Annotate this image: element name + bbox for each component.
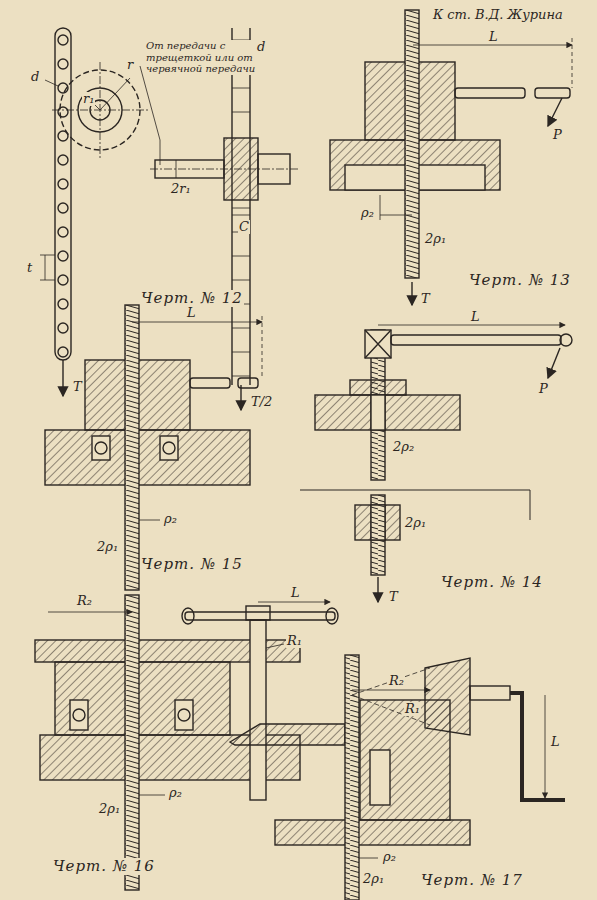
figure-caption: Черт. № 13 <box>468 272 572 289</box>
dimension-label: T/2 <box>250 395 273 409</box>
chain-hole <box>58 203 68 213</box>
chain-hole <box>58 35 68 45</box>
dimension-label: C <box>238 220 250 234</box>
dimension-label: 2ρ₁ <box>98 802 121 816</box>
screw-jack-13 <box>330 10 572 305</box>
dimension-label: 2ρ₁ <box>362 872 385 886</box>
dimension-label: R₁ <box>286 634 303 648</box>
chain-hole <box>58 251 68 261</box>
note-text: От передачи с трещеткой или от червячной… <box>145 40 259 75</box>
chain-hole <box>58 155 68 165</box>
dimension-label: P <box>552 128 563 142</box>
dimension-label: 2ρ₂ <box>392 440 415 454</box>
dimension-label: R₂ <box>388 674 405 688</box>
dimension-label: 2ρ₁ <box>404 516 427 530</box>
chain-link <box>232 328 250 329</box>
dimension-label: L <box>186 306 197 320</box>
chain-link <box>232 208 250 209</box>
chain-link <box>232 280 250 281</box>
dimension-label: r <box>126 58 134 72</box>
chain-hole <box>58 299 68 309</box>
chain-link <box>232 112 250 113</box>
dimension-label: ρ₂ <box>163 512 178 526</box>
chain-hole <box>58 227 68 237</box>
dimension-label: P <box>538 382 549 396</box>
chain-hole <box>58 179 68 189</box>
dimension-label: ρ₂ <box>360 206 375 220</box>
chain-link <box>232 256 250 257</box>
dimension-label: T <box>72 380 83 394</box>
chain-side-view <box>140 28 298 410</box>
dimension-label: t <box>26 261 33 275</box>
screw-jack-15 <box>45 305 262 590</box>
dimension-label: ρ₂ <box>382 850 397 864</box>
dimension-label: d <box>30 70 40 84</box>
chain-hole <box>58 59 68 69</box>
dimension-label: L <box>290 586 301 600</box>
dimension-label: ρ₂ <box>168 786 183 800</box>
dimension-label: L <box>488 30 499 44</box>
screw-jack-14 <box>300 325 572 602</box>
figure-caption: Черт. № 14 <box>440 574 544 591</box>
dimension-label: T <box>420 292 431 306</box>
dimension-label: 2ρ₁ <box>424 232 447 246</box>
dimension-label: К ст. В.Д. Журина <box>432 8 564 22</box>
chain-link <box>232 352 250 353</box>
chain-hole <box>58 323 68 333</box>
dimension-label: R₂ <box>76 594 93 608</box>
dimension-label: d <box>256 40 266 54</box>
dimension-label: L <box>550 735 561 749</box>
chain-hole <box>58 347 68 357</box>
figure-caption: Черт. № 15 <box>140 556 244 573</box>
screw-jack-17 <box>230 655 565 900</box>
chain-link <box>232 376 250 377</box>
chain-link <box>232 88 250 89</box>
dimension-label: 2r₁ <box>170 182 192 196</box>
dimension-label: r₁ <box>82 92 95 106</box>
dimension-label: L <box>470 310 481 324</box>
figure-caption: Черт. № 16 <box>52 858 156 875</box>
figure-caption: Черт. № 17 <box>420 872 524 889</box>
dimension-label: 2ρ₁ <box>96 540 119 554</box>
chain-hole <box>58 275 68 285</box>
figure-caption: Черт. № 12 <box>140 290 244 307</box>
dimension-label: T <box>388 590 399 604</box>
dimension-label: R₁ <box>404 702 421 716</box>
